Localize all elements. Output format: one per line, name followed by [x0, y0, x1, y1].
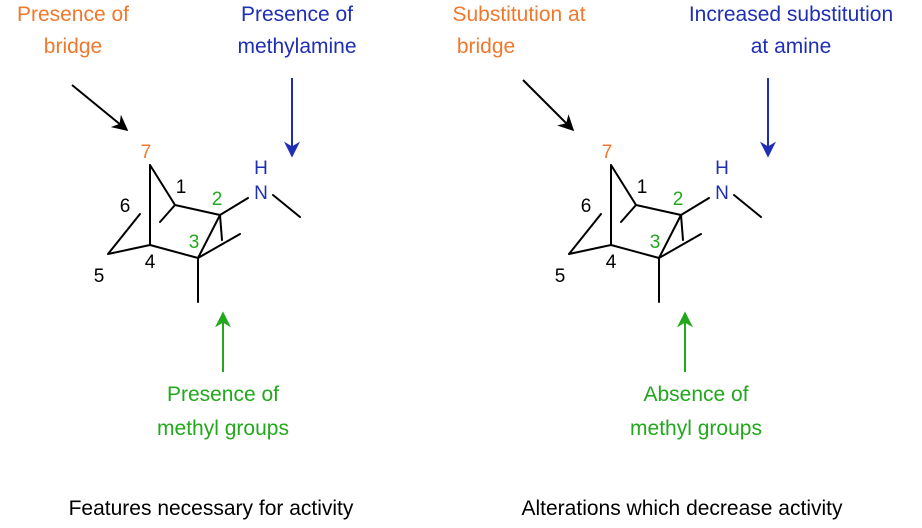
methyl-label-line1: Presence of: [167, 383, 279, 406]
bridge-label-line2: bridge: [44, 35, 102, 58]
panel-left: Presence of bridge Presence of methylami…: [17, 3, 357, 520]
atom-label-2: 2: [673, 189, 684, 210]
atom-label-2: 2: [212, 189, 223, 210]
caption-right: Alterations which decrease activity: [522, 497, 843, 520]
atom-label-n: N: [254, 183, 268, 204]
atom-label-6: 6: [120, 196, 131, 217]
atom-label-5: 5: [94, 266, 105, 287]
atom-label-4: 4: [606, 252, 617, 273]
atom-label-4: 4: [145, 252, 156, 273]
bridge-arrow: [522, 79, 575, 132]
caption-left: Features necessary for activity: [69, 497, 354, 520]
bridge-arrow: [71, 84, 129, 132]
methyl-label-line2: methyl groups: [157, 417, 289, 440]
atom-label-3: 3: [650, 232, 661, 253]
atom-label-1: 1: [637, 177, 648, 198]
methyl-label-line2: methyl groups: [630, 417, 762, 440]
atom-label-7: 7: [602, 142, 613, 163]
norbornane-molecule: 7 1 2 3 4 5 6 H N: [94, 142, 301, 303]
atom-label-7: 7: [141, 142, 152, 163]
atom-label-h: H: [715, 158, 729, 179]
panel-right: Substitution at bridge Increased substit…: [452, 3, 893, 520]
atom-label-n: N: [715, 183, 729, 204]
atom-label-5: 5: [555, 266, 566, 287]
bridge-label-line2: bridge: [457, 35, 515, 58]
norbornane-molecule: 7 1 2 3 4 5 6 H N: [555, 142, 762, 303]
atom-label-6: 6: [581, 196, 592, 217]
amine-label-line2: at amine: [751, 35, 832, 58]
amine-label-line1: Increased substitution: [689, 3, 893, 26]
atom-label-3: 3: [189, 232, 200, 253]
amine-label-line1: Presence of: [241, 3, 353, 26]
methyl-label-line1: Absence of: [643, 383, 748, 406]
atom-label-h: H: [254, 158, 268, 179]
atom-label-1: 1: [176, 177, 187, 198]
amine-label-line2: methylamine: [237, 35, 356, 58]
bridge-label-line1: Substitution at: [452, 3, 585, 26]
bridge-label-line1: Presence of: [17, 3, 129, 26]
